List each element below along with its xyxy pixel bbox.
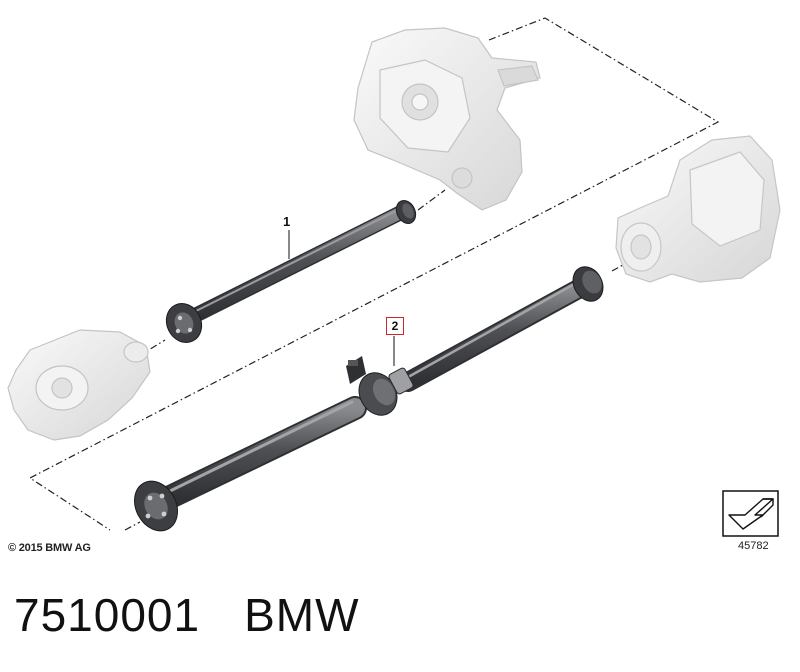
label-leaders [288, 230, 395, 366]
front-propshaft [165, 200, 417, 343]
brand-name: BMW [244, 589, 360, 641]
front-differential [7, 329, 151, 441]
footer-caption: 7510001 BMW [14, 588, 360, 642]
part-number: 7510001 [14, 589, 201, 641]
copyright-text: © 2015 BMW AG [8, 542, 91, 554]
rear-differential [615, 135, 781, 283]
callout-label-1: 1 [283, 214, 291, 229]
rear-propshaft [134, 266, 604, 532]
flip-view-arrow-icon [722, 490, 779, 537]
diagram-number: 45782 [738, 540, 769, 552]
callout-label-2[interactable]: 2 [386, 317, 404, 335]
propshaft-diagram [7, 17, 781, 537]
transfer-case [353, 27, 541, 211]
